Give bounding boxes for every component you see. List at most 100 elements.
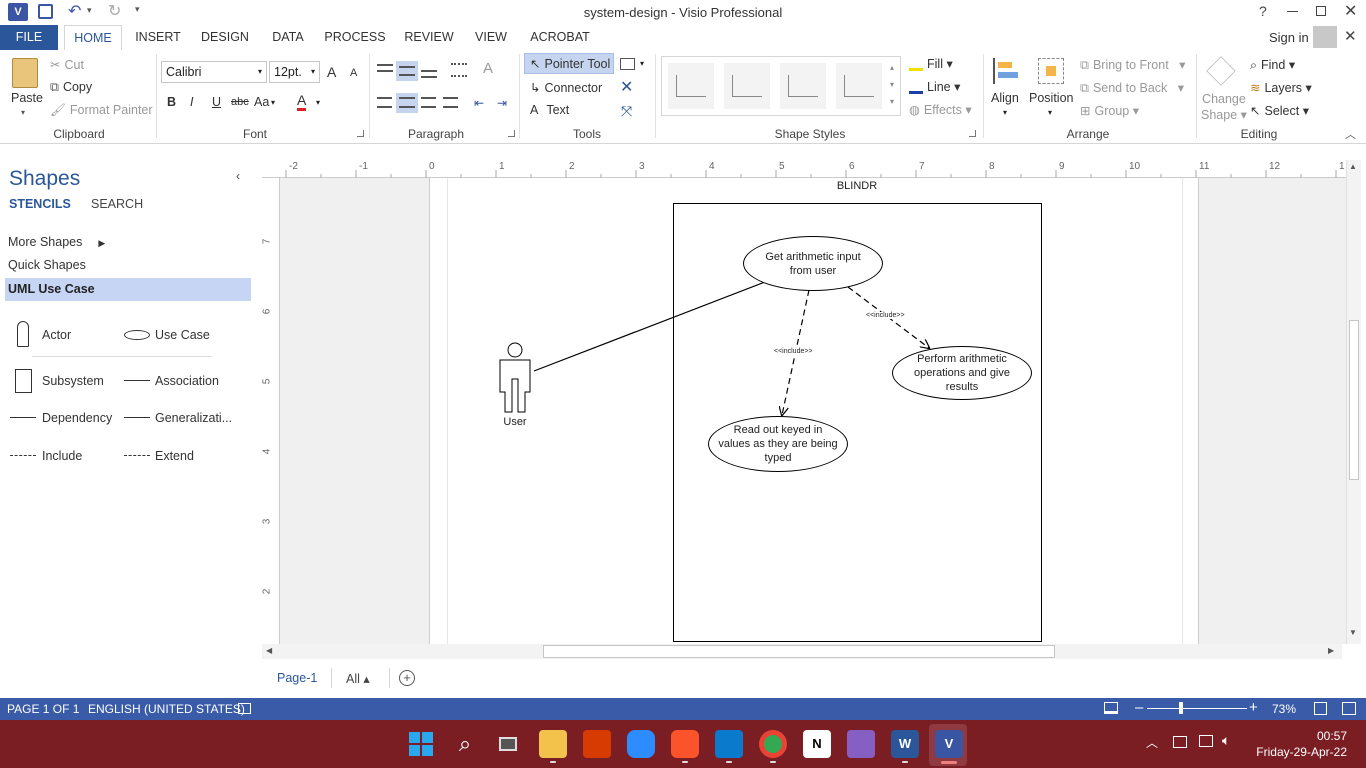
format-painter-button[interactable]: 🖌Format Painter	[50, 103, 153, 118]
horizontal-scrollbar[interactable]: ◀ ▶	[262, 644, 1342, 659]
zoom-level[interactable]: 73%	[1272, 702, 1297, 716]
italic-button[interactable]: I	[190, 95, 194, 109]
use-case-get-input[interactable]: Get arithmetic input from user	[743, 236, 883, 291]
scroll-left-icon[interactable]: ◀	[266, 646, 273, 655]
pointer-tool-button[interactable]	[524, 53, 614, 74]
fit-page-icon[interactable]	[1314, 702, 1327, 715]
notion-icon[interactable]: N	[803, 730, 831, 758]
windows-start-icon[interactable]	[407, 730, 435, 758]
rectangle-tool-icon[interactable]	[620, 58, 635, 70]
volume-icon[interactable]: 🔈︎	[1222, 732, 1231, 748]
visio-app-icon[interactable]: V	[8, 3, 28, 21]
stencil-association[interactable]: Association	[155, 374, 219, 388]
line-button[interactable]: Line ▾	[909, 79, 960, 94]
tab-view[interactable]: VIEW	[475, 30, 507, 44]
task-view-icon[interactable]	[495, 730, 523, 758]
find-button[interactable]: ⌕Find ▾	[1250, 58, 1296, 72]
align-middle-icon[interactable]	[396, 61, 418, 81]
stencil-subsystem[interactable]: Subsystem	[42, 374, 104, 388]
shape-style-1[interactable]	[668, 63, 714, 109]
align-button[interactable]: Align	[991, 91, 1019, 105]
underline-button[interactable]: U	[212, 95, 222, 109]
paste-button[interactable]: Paste	[11, 91, 43, 105]
page-count-status[interactable]: PAGE 1 OF 1	[7, 702, 80, 716]
stencil-dependency[interactable]: Dependency	[42, 411, 113, 425]
more-shapes-item[interactable]: More Shapes▶	[8, 235, 105, 249]
use-case-perform-ops[interactable]: Perform arithmetic operations and give r…	[892, 346, 1032, 400]
visio-icon[interactable]: V	[935, 730, 963, 758]
zoom-slider-thumb[interactable]	[1179, 702, 1183, 714]
text-direction-icon[interactable]: A	[483, 60, 494, 77]
tab-design[interactable]: DESIGN	[201, 30, 249, 44]
align-top-icon[interactable]	[377, 64, 393, 72]
gallery-scroll-icon[interactable]: ▴▾▾	[890, 63, 895, 106]
actor-label[interactable]: User	[503, 416, 527, 428]
network-tray-icon[interactable]	[1173, 736, 1187, 748]
stencil-use-case[interactable]: Use Case	[155, 328, 210, 342]
collapse-pane-icon[interactable]: ‹	[236, 169, 240, 183]
all-pages-button[interactable]: All ▴	[346, 672, 370, 686]
macro-icon[interactable]	[238, 703, 251, 714]
qat-customize-icon[interactable]: ▾	[135, 4, 140, 14]
scroll-right-icon[interactable]: ▶	[1328, 646, 1335, 655]
chevron-down-icon[interactable]: ▾	[640, 59, 645, 68]
tab-acrobat[interactable]: ACROBAT	[530, 30, 590, 44]
scroll-up-icon[interactable]: ▲	[1349, 162, 1357, 171]
layers-button[interactable]: ≋Layers ▾	[1250, 81, 1312, 95]
shape-style-3[interactable]	[780, 63, 826, 109]
align-right-icon[interactable]	[421, 97, 436, 108]
office-icon[interactable]	[583, 730, 611, 758]
bullets-icon[interactable]	[451, 63, 467, 77]
zoom-app-icon[interactable]	[627, 730, 655, 758]
justify-icon[interactable]	[443, 97, 458, 108]
chevron-down-icon[interactable]: ▾	[1003, 108, 1008, 117]
grow-font-button[interactable]: A	[327, 64, 337, 80]
font-color-button[interactable]: A	[297, 93, 307, 111]
decrease-indent-icon[interactable]: ⇤	[474, 96, 485, 110]
vertical-scroll-thumb[interactable]	[1349, 320, 1359, 480]
minimize-button[interactable]	[1287, 11, 1298, 12]
save-icon[interactable]	[38, 4, 53, 19]
drawing-canvas[interactable]: BLINDR User Get arithmetic input from us…	[262, 160, 1346, 644]
tab-home[interactable]: HOME	[64, 25, 122, 50]
collapse-ribbon-icon[interactable]: ︿	[1345, 129, 1356, 141]
sign-in-link[interactable]: Sign in	[1269, 30, 1309, 45]
dialog-launcher-icon[interactable]	[969, 130, 976, 137]
change-shape-icon[interactable]	[1206, 56, 1236, 86]
vertical-scrollbar[interactable]: ▲ ▼	[1346, 160, 1361, 644]
tab-data[interactable]: DATA	[272, 30, 304, 44]
bold-button[interactable]: B	[167, 95, 177, 109]
tab-page-1[interactable]: Page-1	[277, 671, 318, 685]
increase-indent-icon[interactable]: ⇥	[497, 96, 508, 110]
brave-browser-icon[interactable]	[671, 730, 699, 758]
help-button[interactable]: ?	[1259, 3, 1267, 19]
chrome-icon[interactable]	[759, 730, 787, 758]
redo-icon[interactable]: ↻	[108, 3, 122, 20]
switch-windows-icon[interactable]	[1342, 702, 1356, 715]
stencil-include[interactable]: Include	[42, 449, 83, 463]
tab-file[interactable]: FILE	[0, 25, 58, 50]
wifi-icon[interactable]	[1199, 735, 1213, 747]
align-icon[interactable]	[993, 58, 1019, 84]
change-case-button[interactable]: Aa	[254, 95, 270, 109]
scroll-down-icon[interactable]: ▼	[1349, 628, 1357, 637]
system-boundary[interactable]	[673, 203, 1042, 642]
horizontal-scroll-thumb[interactable]	[543, 645, 1055, 658]
stencil-extend[interactable]: Extend	[155, 449, 194, 463]
cut-button[interactable]: ✂Cut	[50, 57, 84, 72]
select-button[interactable]: ↖Select ▾	[1250, 104, 1309, 118]
position-icon[interactable]	[1038, 58, 1064, 84]
effects-button[interactable]: ◍Effects ▾	[909, 103, 972, 117]
position-button[interactable]: Position	[1029, 91, 1074, 105]
delete-connector-icon[interactable]: ✕	[620, 79, 634, 96]
stencil-actor[interactable]: Actor	[42, 328, 72, 342]
system-boundary-label[interactable]: BLINDR	[836, 180, 878, 192]
close-window-button[interactable]: ✕	[1344, 3, 1358, 20]
strikethrough-button[interactable]: abc	[231, 96, 249, 108]
connection-point-icon[interactable]: ⤧	[621, 103, 633, 119]
quick-shapes-item[interactable]: Quick Shapes	[8, 258, 86, 272]
tab-search[interactable]: SEARCH	[91, 197, 144, 211]
copy-button[interactable]: ⧉Copy	[50, 80, 92, 95]
